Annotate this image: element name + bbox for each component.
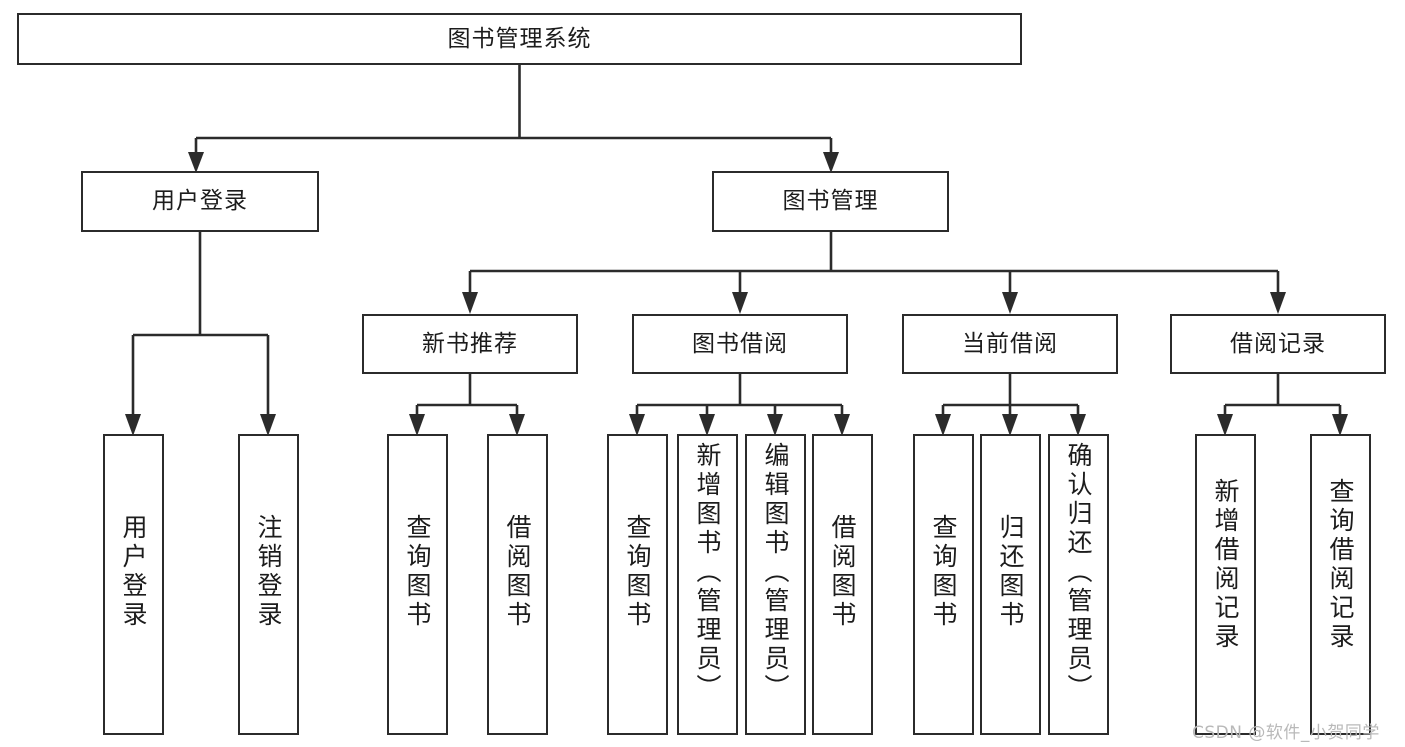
node-label: 借阅图书 [828,514,857,630]
leaf-borrow-book[interactable]: 借阅图书 [812,434,873,735]
node-label: 确认归还（管理员） [1064,442,1093,703]
node-label: 查询借阅记录 [1326,478,1355,652]
leaf-add-book-admin[interactable]: 新增图书（管理员） [677,434,738,735]
node-current-borrow[interactable]: 当前借阅 [902,314,1118,374]
node-label: 查询图书 [623,514,652,630]
leaf-query-borrow-record[interactable]: 查询借阅记录 [1310,434,1371,735]
node-label: 图书借阅 [692,330,788,357]
node-label: 新增借阅记录 [1211,478,1240,652]
leaf-query-book-recommend[interactable]: 查询图书 [387,434,448,735]
node-label: 归还图书 [996,514,1025,630]
leaf-user-login[interactable]: 用户登录 [103,434,164,735]
node-book-borrow[interactable]: 图书借阅 [632,314,848,374]
node-label: 用户登录 [119,514,148,630]
leaf-edit-book-admin[interactable]: 编辑图书（管理员） [745,434,806,735]
node-label: 当前借阅 [962,330,1058,357]
leaf-logout-login[interactable]: 注销登录 [238,434,299,735]
csdn-watermark: CSDN @软件_小贺同学 [1192,723,1380,743]
node-label: 查询图书 [403,514,432,630]
leaf-borrow-book-recommend[interactable]: 借阅图书 [487,434,548,735]
node-new-book-recommend[interactable]: 新书推荐 [362,314,578,374]
node-label: 注销登录 [254,514,283,630]
node-user-login[interactable]: 用户登录 [81,171,319,232]
node-label: 新增图书（管理员） [693,442,722,703]
node-label: 借阅图书 [503,514,532,630]
leaf-confirm-return-admin[interactable]: 确认归还（管理员） [1048,434,1109,735]
node-borrow-record[interactable]: 借阅记录 [1170,314,1386,374]
node-book-management[interactable]: 图书管理 [712,171,949,232]
leaf-query-book-current[interactable]: 查询图书 [913,434,974,735]
leaf-query-book-borrow[interactable]: 查询图书 [607,434,668,735]
node-root-system[interactable]: 图书管理系统 [17,13,1022,65]
node-label: 查询图书 [929,514,958,630]
node-label: 新书推荐 [422,330,518,357]
node-label: 编辑图书（管理员） [761,442,790,703]
node-label: 借阅记录 [1230,330,1326,357]
node-label: 图书管理系统 [447,25,592,52]
node-label: 用户登录 [152,188,248,215]
node-label: 图书管理 [782,188,879,215]
leaf-return-book[interactable]: 归还图书 [980,434,1041,735]
leaf-add-borrow-record[interactable]: 新增借阅记录 [1195,434,1256,735]
